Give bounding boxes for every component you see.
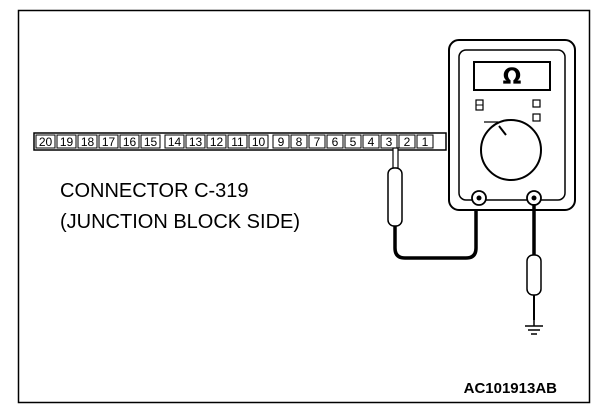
pin-cell-9 — [272, 134, 290, 149]
pin-cell-10 — [248, 134, 269, 149]
pin-cell-17 — [98, 134, 119, 149]
probe-tip — [392, 147, 399, 169]
ground-probe-body — [526, 254, 542, 296]
pin-cell-20 — [35, 134, 56, 149]
pin-cell-4 — [362, 134, 380, 149]
connector-label-line1: CONNECTOR C-319 — [60, 180, 249, 202]
pin-label-8: 8 — [296, 135, 303, 149]
probe-body — [387, 167, 403, 227]
pin-cell-15 — [140, 134, 161, 149]
probe-negative — [526, 204, 542, 320]
pin-cell-8 — [290, 134, 308, 149]
pin-cell-2 — [398, 134, 416, 149]
pin-label-19: 19 — [60, 135, 74, 149]
pin-cell-16 — [119, 134, 140, 149]
pin-cell-7 — [308, 134, 326, 149]
pin-label-9: 9 — [278, 135, 285, 149]
pin-cell-5 — [344, 134, 362, 149]
pin-cell-18 — [77, 134, 98, 149]
pin-label-7: 7 — [314, 135, 321, 149]
probe-positive-lead — [393, 198, 478, 260]
pin-cell-14 — [164, 134, 185, 149]
ohm-symbol: Ω — [503, 65, 522, 90]
pin-label-14: 14 — [168, 135, 182, 149]
pin-label-11: 11 — [231, 135, 244, 149]
terminal-positive — [471, 190, 487, 206]
pin-cell-11 — [227, 134, 248, 149]
pin-label-4: 4 — [368, 135, 375, 149]
pin-label-3: 3 — [386, 135, 393, 149]
multimeter: Ω — [448, 39, 576, 211]
pin-label-16: 16 — [123, 135, 137, 149]
pin-label-15: 15 — [144, 135, 158, 149]
selector-dial-pointer — [498, 125, 507, 136]
pin-label-5: 5 — [350, 135, 357, 149]
pin-label-20: 20 — [39, 135, 53, 149]
pin-cell-6 — [326, 134, 344, 149]
ground-icon — [525, 320, 543, 335]
pin-label-10: 10 — [252, 135, 266, 149]
pin-cell-1 — [416, 134, 434, 149]
indicator-mid-right — [532, 113, 541, 122]
selector-dial — [480, 119, 542, 181]
connector-label-line2: (JUNCTION BLOCK SIDE) — [60, 211, 300, 233]
multimeter-display — [473, 61, 551, 91]
pin-label-12: 12 — [210, 135, 224, 149]
pin-label-18: 18 — [81, 135, 95, 149]
pin-cell-12 — [206, 134, 227, 149]
pin-cell-3 — [380, 134, 398, 149]
pin-label-6: 6 — [332, 135, 339, 149]
indicator-top-right — [532, 99, 541, 108]
pin-label-1: 1 — [422, 135, 429, 149]
figure-code: AC101913AB — [464, 380, 558, 397]
pin-label-13: 13 — [189, 135, 203, 149]
pin-cell-19 — [56, 134, 77, 149]
pin-cell-13 — [185, 134, 206, 149]
figure-frame — [17, 9, 591, 404]
pin-label-17: 17 — [102, 135, 116, 149]
pin-label-2: 2 — [404, 135, 411, 149]
terminal-common — [526, 190, 542, 206]
probe-positive — [387, 147, 478, 260]
